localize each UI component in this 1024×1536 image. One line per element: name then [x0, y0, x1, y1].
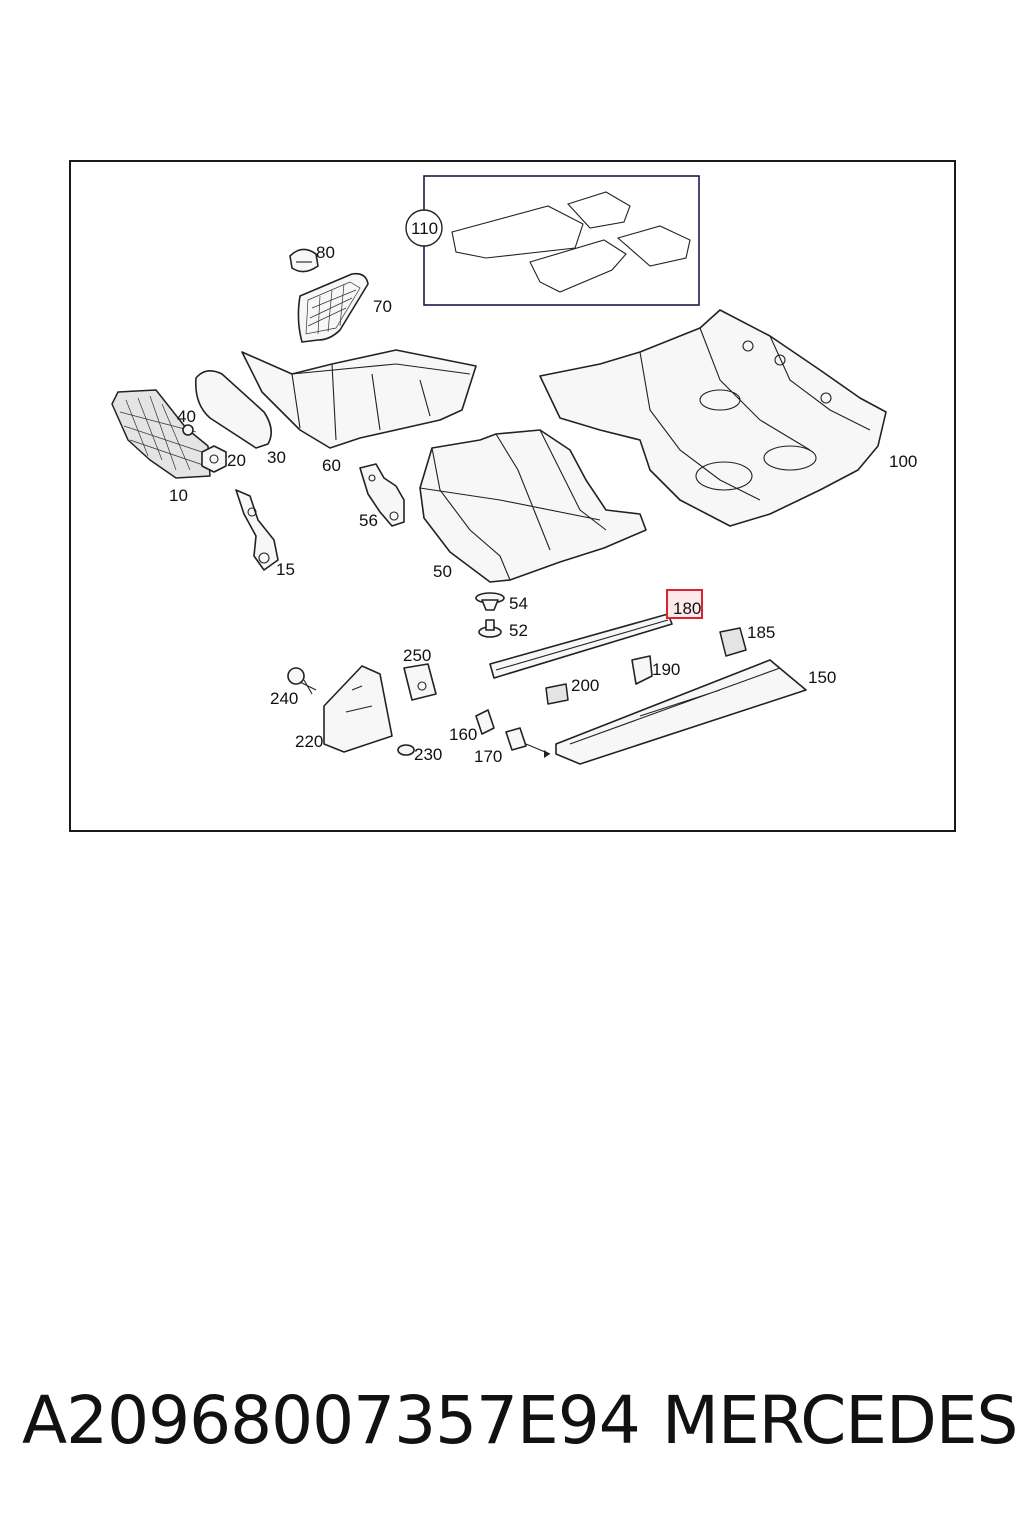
callout-circle-110 — [405, 209, 443, 247]
plug-part-80 — [289, 248, 319, 273]
callout-label-180: 180 — [673, 599, 701, 618]
callout-label-54: 54 — [509, 594, 528, 613]
brand-name: MERCEDES — [662, 1382, 1018, 1459]
callout-label-110: 110 — [411, 219, 438, 238]
front-insulation-part-60 — [241, 349, 477, 449]
callout-label-220: 220 — [295, 732, 323, 751]
plug-part-160 — [475, 709, 495, 735]
bracket-part-250 — [403, 663, 437, 701]
mesh-panel-part-70 — [297, 272, 369, 343]
callout-label-150: 150 — [808, 668, 836, 687]
fastener-part-170 — [505, 727, 551, 758]
callout-label-70: 70 — [373, 297, 392, 316]
clip-part-40 — [182, 424, 194, 436]
frame-part-10 — [111, 389, 211, 479]
callout-label-240: 240 — [270, 689, 298, 708]
callout-label-170: 170 — [474, 747, 502, 766]
callout-label-10: 10 — [169, 486, 188, 505]
callout-label-230: 230 — [414, 745, 442, 764]
fastener-part-52 — [478, 619, 502, 638]
rear-carpet-part-100 — [539, 309, 887, 527]
nut-part-20 — [201, 445, 227, 473]
highlight-box-180 — [666, 589, 703, 619]
callout-label-30: 30 — [267, 448, 286, 467]
clip-part-185 — [719, 627, 747, 657]
front-carpet-part-50 — [419, 429, 647, 583]
caption-bar: A20968007357E94 MERCEDES — [0, 1382, 1024, 1472]
callout-label-200: 200 — [571, 676, 599, 695]
clip-part-200 — [545, 683, 569, 705]
fastener-part-54 — [475, 592, 505, 611]
side-panel-part-30 — [194, 370, 272, 449]
bracket-part-56 — [359, 463, 405, 527]
screw-part-240 — [287, 667, 317, 695]
callout-label-80: 80 — [316, 243, 335, 262]
callout-label-52: 52 — [509, 621, 528, 640]
sill-plate-part-150 — [555, 659, 807, 765]
cover-part-220 — [323, 665, 393, 753]
callout-label-50: 50 — [433, 562, 452, 581]
callout-label-56: 56 — [359, 511, 378, 530]
callout-label-160: 160 — [449, 725, 477, 744]
callout-label-100: 100 — [889, 452, 917, 471]
callout-label-40: 40 — [177, 407, 196, 426]
callout-label-190: 190 — [652, 660, 680, 679]
callout-label-60: 60 — [322, 456, 341, 475]
callout-label-185: 185 — [747, 623, 775, 642]
grommet-part-230 — [397, 744, 415, 756]
callout-label-250: 250 — [403, 646, 431, 665]
callout-label-15: 15 — [276, 560, 295, 579]
bracket-part-15 — [235, 489, 279, 571]
floor-mats-inset — [423, 175, 700, 306]
trim-strip-part-180 — [489, 613, 673, 679]
callout-label-20: 20 — [227, 451, 246, 470]
part-number: A20968007357E94 — [22, 1382, 641, 1459]
clip-part-190 — [631, 655, 653, 685]
